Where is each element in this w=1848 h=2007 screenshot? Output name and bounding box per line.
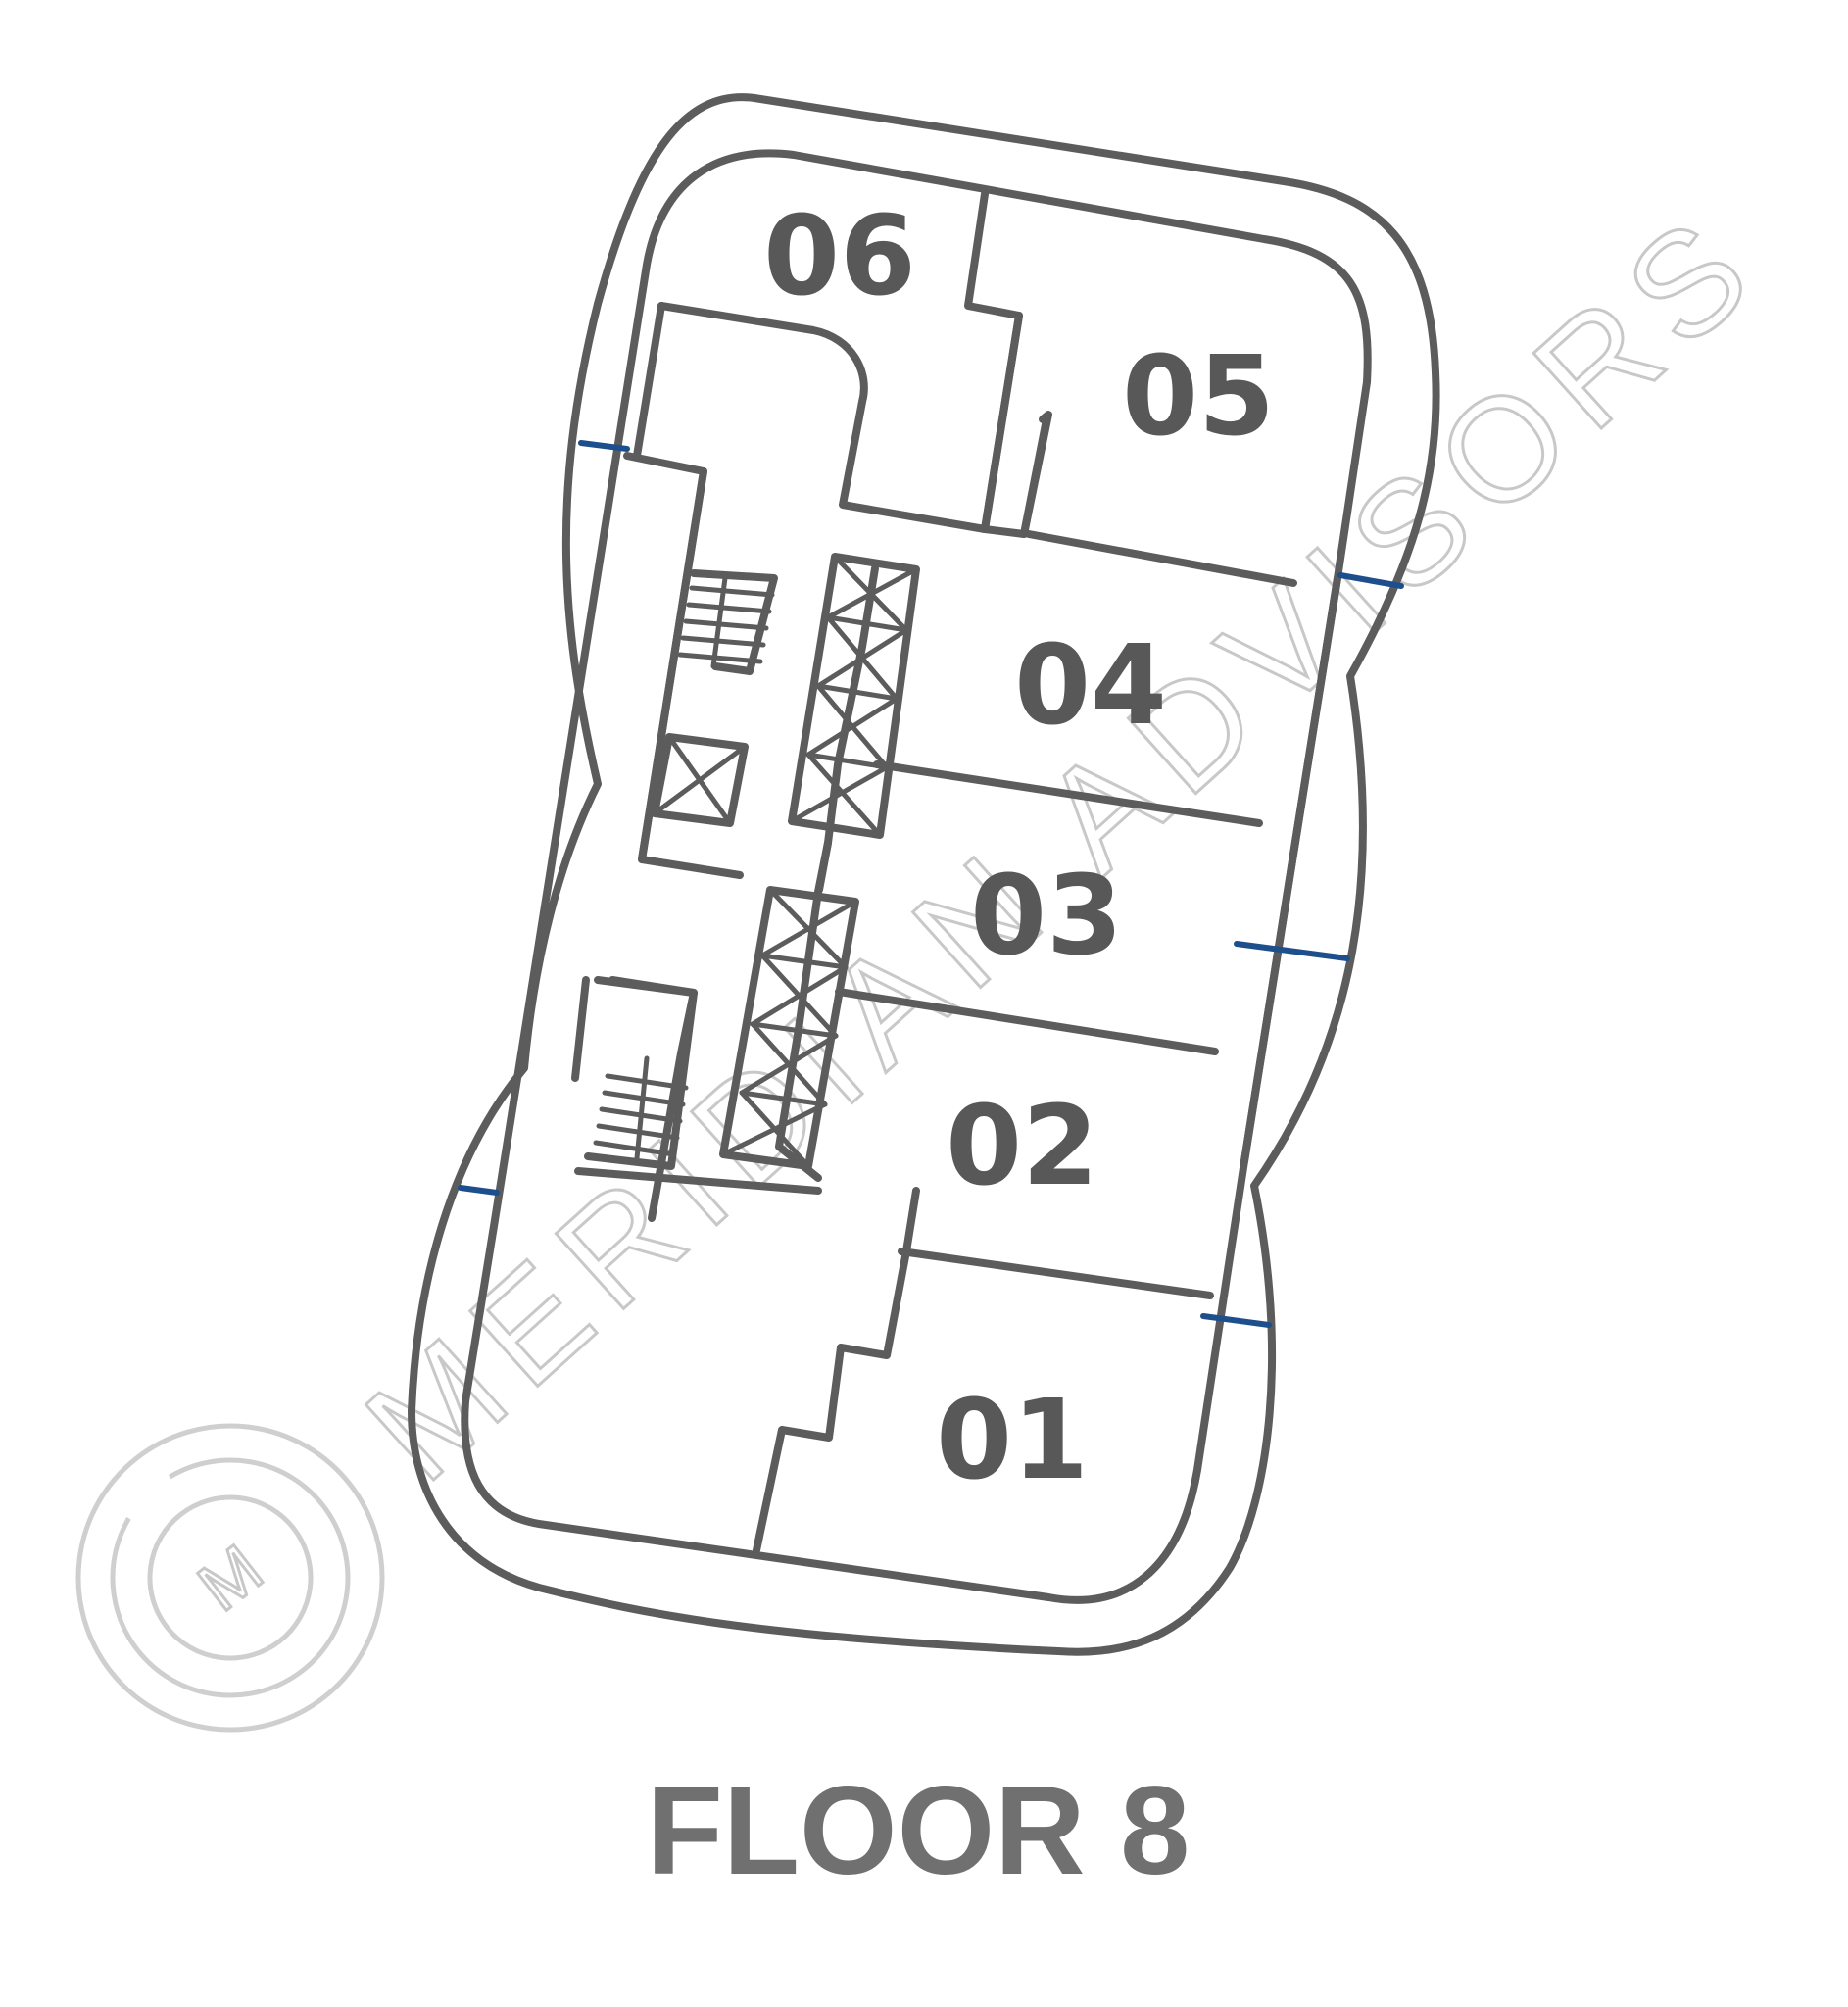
unit-label-05[interactable]: 05 bbox=[1122, 333, 1275, 461]
unit-label-04[interactable]: 04 bbox=[1014, 622, 1167, 750]
balcony-marker-west-upper bbox=[578, 440, 630, 452]
floor-title: FLOOR 8 bbox=[647, 1761, 1191, 1901]
unit-label-01[interactable]: 01 bbox=[936, 1377, 1089, 1504]
elevator-shafts bbox=[651, 553, 920, 1170]
unit-labels: 06 05 04 03 02 01 bbox=[763, 193, 1275, 1504]
stair-upper bbox=[677, 569, 778, 675]
unit-label-03[interactable]: 03 bbox=[970, 853, 1123, 980]
balcony-marker-east-middle bbox=[1234, 941, 1350, 961]
balcony-marker-west-lower bbox=[458, 1185, 500, 1196]
outer-envelope bbox=[408, 93, 1440, 1656]
watermark-logo-letter: M bbox=[184, 1530, 276, 1625]
balcony-markers bbox=[458, 440, 1404, 1328]
balcony-marker-east-lower bbox=[1200, 1313, 1272, 1328]
unit-label-06[interactable]: 06 bbox=[763, 193, 916, 320]
unit-label-02[interactable]: 02 bbox=[946, 1083, 1098, 1210]
balcony-marker-east-upper bbox=[1337, 572, 1404, 589]
inner-building-wall bbox=[461, 149, 1372, 1604]
stair-lower bbox=[584, 976, 698, 1170]
